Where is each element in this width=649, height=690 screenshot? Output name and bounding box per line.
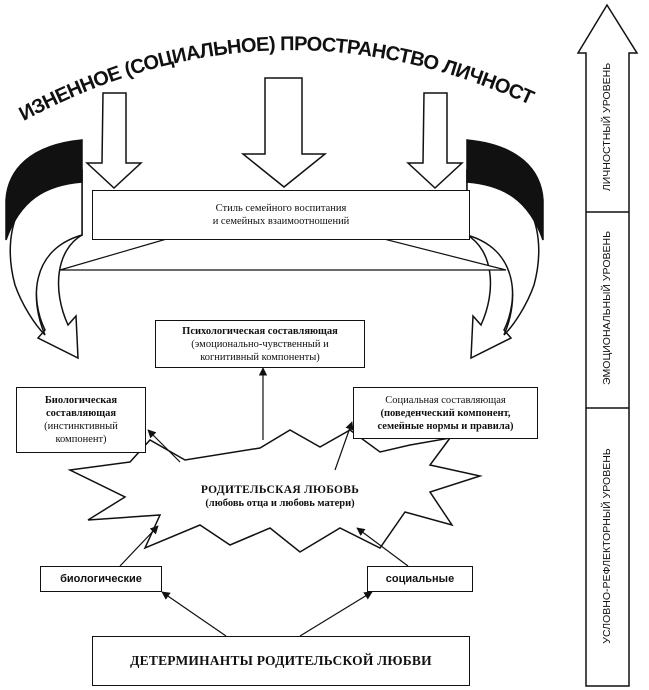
bio-box-line2: составляющая [45, 408, 117, 419]
psych-box-line2: (эмоционально-чувственный и [191, 338, 329, 350]
psych-box-line3: когнитивный компоненты) [200, 351, 320, 363]
bio-factor-label: биологические [60, 573, 142, 585]
star-text-line1: РОДИТЕЛЬСКАЯ ЛЮБОВЬ [200, 484, 360, 496]
style-box-line2: и семейных взаимоотношений [212, 216, 350, 227]
level-personal-label: ЛИЧНОСТНЫЙ УРОВЕНЬ [601, 62, 613, 192]
right-curved-arrow [466, 139, 544, 360]
spread-triangle [59, 237, 507, 271]
arrow-star-to-social [334, 421, 354, 471]
psych-box: Психологическая составляющая (эмоциональ… [155, 320, 365, 368]
levels-arrow [576, 3, 639, 687]
level-emotional-label: ЭМОЦИОНАЛЬНЫЙ УРОВЕНЬ [601, 231, 613, 385]
social-box: Социальная составляющая (поведенческий к… [353, 387, 538, 439]
social-box-line3: семейные нормы и правила) [377, 420, 514, 432]
social-factor-box: социальные [367, 566, 473, 592]
arrow-bio-factor-to-star [119, 525, 159, 567]
arrow-social-factor-to-star [356, 527, 409, 567]
left-curved-arrow [5, 139, 83, 360]
determinants-label: ДЕТЕРМИНАНТЫ РОДИТЕЛЬСКОЙ ЛЮБВИ [130, 653, 432, 668]
down-arrow-right [406, 92, 464, 190]
social-box-line1: Социальная составляющая [385, 394, 506, 406]
bio-box-line3: (инстинктивный [44, 421, 118, 432]
social-box-line2: (поведенческий компонент, [380, 407, 511, 419]
bio-box-line1: Биологическая [44, 395, 118, 406]
star-text-line2: (любовь отца и любовь матери) [205, 498, 355, 509]
bio-box-line4: компонент) [55, 434, 107, 445]
arrow-star-to-bio [147, 429, 181, 463]
arrow-det-to-social-factor [299, 591, 373, 637]
psych-box-line1: Психологическая составляющая [182, 325, 338, 337]
arrow-det-to-bio-factor [161, 591, 227, 637]
down-arrow-center [240, 77, 328, 188]
love-starburst [67, 429, 483, 553]
social-factor-label: социальные [385, 573, 455, 585]
star-text: РОДИТЕЛЬСКАЯ ЛЮБОВЬ (любовь отца и любов… [150, 484, 410, 509]
level-reflex-label: УСЛОВНО-РЕФЛЕКТОРНЫЙ УРОВЕНЬ [601, 448, 613, 644]
style-box: Стиль семейного воспитания и семейных вз… [92, 190, 470, 240]
bio-factor-box: биологические [40, 566, 162, 592]
determinants-box: ДЕТЕРМИНАНТЫ РОДИТЕЛЬСКОЙ ЛЮБВИ [92, 636, 470, 686]
bio-box: Биологическая составляющая (инстинктивны… [16, 387, 146, 453]
style-box-line1: Стиль семейного воспитания [215, 203, 347, 214]
down-arrow-left [85, 92, 143, 190]
